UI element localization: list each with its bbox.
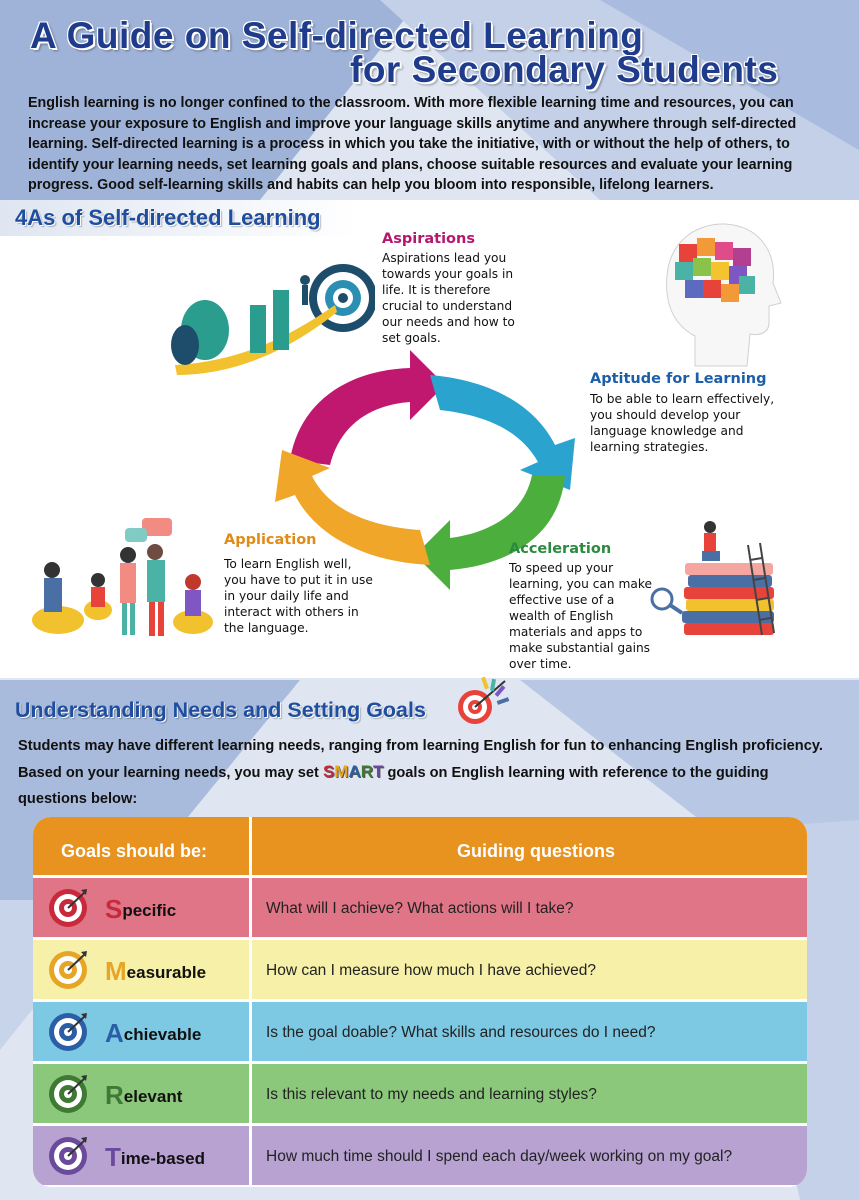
table-header-goals: Goals should be: [33, 817, 252, 875]
acceleration-title: Acceleration [509, 541, 612, 557]
smart-letter-r: R [360, 762, 374, 781]
aptitude-title: Aptitude for Learning [590, 371, 767, 387]
guiding-question: Is the goal doable? What skills and reso… [266, 1024, 656, 1041]
page-title-line2: for Secondary Students [350, 49, 779, 90]
goal-cell: Measurable [33, 940, 252, 999]
goals-paragraph-before: Students may have different learning nee… [18, 738, 823, 781]
intro-paragraph: English learning is no longer confined t… [28, 95, 797, 193]
goal-target-icon [49, 889, 87, 927]
application-title: Application [224, 532, 317, 548]
goal-cell: Relevant [33, 1064, 252, 1123]
table-row: Achievable Is the goal doable? What skill… [33, 1002, 807, 1061]
aspirations-illustration [171, 264, 375, 375]
goal-label: Achievable [105, 1018, 201, 1049]
question-cell: Is this relevant to my needs and learnin… [252, 1064, 807, 1123]
goal-label-rest: elevant [123, 1087, 183, 1106]
goal-label-rest: easurable [126, 963, 207, 982]
aspirations-title: Aspirations [382, 231, 475, 247]
four-as-heading-bg [0, 200, 360, 236]
page-title-line1: A Guide on Self-directed Learning [30, 15, 644, 56]
goal-label: Time-based [105, 1142, 205, 1173]
question-cell: What will I achieve? What actions will I… [252, 878, 807, 937]
question-cell: How much time should I spend each day/we… [252, 1126, 807, 1185]
table-row: Relevant Is this relevant to my needs and… [33, 1064, 807, 1123]
goal-target-icon [49, 1137, 87, 1175]
goal-initial: T [105, 1142, 121, 1172]
acceleration-body: To speed up your learning, you can make … [509, 561, 652, 671]
question-cell: Is the goal doable? What skills and reso… [252, 1002, 807, 1061]
goal-target-icon [49, 1075, 87, 1113]
smart-letter-s: S [322, 762, 335, 781]
smart-goals-table: Goals should be: Guiding questions Speci… [33, 817, 807, 1187]
goals-heading: Understanding Needs and Setting Goals [15, 698, 426, 722]
goal-label-rest: ime-based [120, 1149, 205, 1168]
table-header-questions-label: Guiding questions [457, 841, 615, 861]
goals-paragraph: Students may have different learning nee… [18, 733, 828, 812]
goal-initial: A [105, 1018, 124, 1048]
smart-letter-a: A [348, 762, 361, 781]
table-header-row: Goals should be: Guiding questions [33, 817, 807, 875]
goal-initial: S [105, 894, 123, 924]
goal-label-rest: chievable [123, 1025, 202, 1044]
goal-label-rest: pecific [122, 901, 177, 920]
smart-word: SMART [322, 762, 384, 781]
smart-letter-t: T [373, 762, 384, 781]
cycle-arrows-graphic [275, 350, 575, 590]
guiding-question: Is this relevant to my needs and learnin… [266, 1086, 597, 1103]
application-body: To learn English well, you have to put i… [224, 557, 373, 635]
goal-label: Relevant [105, 1080, 182, 1111]
aptitude-illustration [666, 223, 782, 367]
goal-target-icon [49, 951, 87, 989]
goal-initial: M [105, 956, 127, 986]
goal-label: Specific [105, 894, 176, 925]
table-row: Measurable How can I measure how much I h… [33, 940, 807, 999]
goal-cell: Achievable [33, 1002, 252, 1061]
guiding-question: What will I achieve? What actions will I… [266, 900, 574, 917]
goals-paragraph-after: goals on English learning with reference… [18, 765, 769, 807]
goal-cell: Time-based [33, 1126, 252, 1185]
table-header-goals-label: Goals should be: [61, 841, 208, 861]
guiding-question: How much time should I spend each day/we… [266, 1148, 733, 1165]
question-cell: How can I measure how much I have achiev… [252, 940, 807, 999]
application-illustration [32, 518, 213, 636]
table-row: Specific What will I achieve? What action… [33, 878, 807, 937]
goal-cell: Specific [33, 878, 252, 937]
guiding-question: How can I measure how much I have achiev… [266, 962, 596, 979]
aspirations-body: Aspirations lead you towards your goals … [382, 251, 515, 345]
table-header-questions: Guiding questions [252, 817, 807, 875]
aptitude-body: To be able to learn effectively, you sho… [590, 392, 775, 454]
goal-initial: R [105, 1080, 124, 1110]
goal-target-icon [49, 1013, 87, 1051]
table-row: Time-based How much time should I spend e… [33, 1126, 807, 1185]
target-icon [458, 676, 510, 724]
acceleration-illustration [650, 521, 775, 636]
goal-label: Measurable [105, 956, 206, 987]
smart-letter-m: M [334, 762, 349, 781]
four-as-heading: 4As of Self-directed Learning [15, 205, 321, 230]
